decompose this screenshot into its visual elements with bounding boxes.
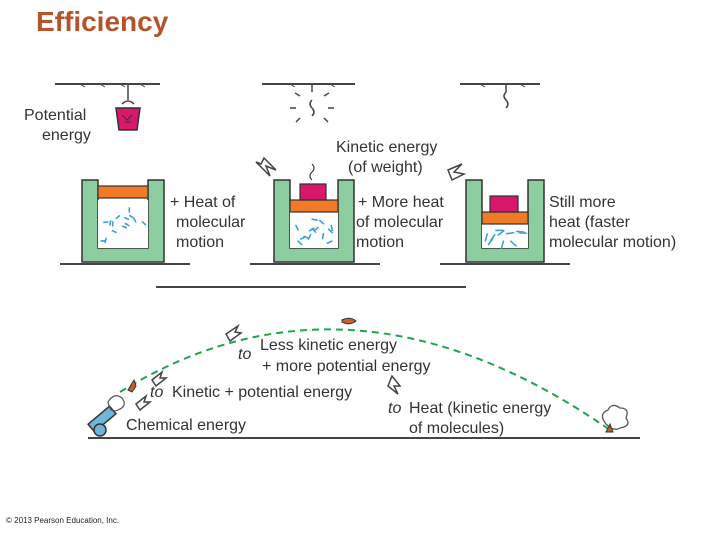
molecule-mark-3: [500, 240, 505, 249]
molecule-mark-2: [327, 228, 334, 234]
molecule-mark-1: [124, 222, 130, 227]
impact-smoke: [601, 404, 629, 430]
label-kinetic-energy-1: Kinetic energy: [336, 139, 437, 156]
molecules: [100, 207, 528, 249]
molecule-mark-3: [484, 233, 489, 242]
molecule-mark-2: [319, 219, 325, 225]
label-less-kinetic-2: + more potential energy: [262, 358, 431, 375]
label-heat-1b: molecular: [176, 214, 246, 231]
label-heat-1a: + Heat of: [170, 194, 236, 211]
label-heat-2a: + More heat: [358, 194, 444, 211]
slide-title: Efficiency: [36, 6, 169, 37]
label-heat-3c: molecular motion): [549, 234, 676, 251]
cannon: [87, 395, 125, 437]
label-heat-2b: of molecular: [356, 214, 444, 231]
snapped-rope: [290, 84, 509, 123]
ceiling-lines: [55, 83, 540, 88]
label-heat-kinetic-2: of molecules): [409, 420, 504, 437]
molecule-mark-2: [299, 236, 307, 240]
molecule-mark-3: [509, 240, 517, 247]
label-heat-3b: heat (faster: [549, 214, 631, 231]
label-potential-energy-2: energy: [42, 127, 91, 144]
molecule-mark-2: [330, 224, 334, 232]
tank-3: [465, 179, 545, 263]
molecule-mark-2: [297, 240, 303, 246]
trajectory-path: [119, 328, 611, 431]
tank-2: [273, 163, 355, 263]
ground-lines: [60, 263, 640, 439]
tank-1: [81, 179, 165, 263]
molecule-mark-1: [111, 229, 117, 234]
molecule-mark-1: [103, 221, 109, 224]
hanging-weight: [115, 84, 141, 131]
energy-arrows: [134, 323, 402, 412]
molecule-mark-3: [518, 231, 528, 235]
molecule-mark-1: [109, 220, 112, 226]
label-kinetic-potential: Kinetic + potential energy: [172, 384, 352, 401]
molecule-mark-1: [133, 217, 137, 223]
molecule-mark-3: [516, 230, 525, 233]
label-kinetic-energy-2: (of weight): [348, 159, 423, 176]
bullet-rising: [127, 378, 137, 393]
label-potential-energy-1: Potential: [24, 107, 86, 124]
label-to-less-kinetic: to: [238, 346, 251, 363]
bullet-top: [341, 317, 357, 325]
molecule-mark-3: [497, 229, 505, 236]
molecule-mark-1: [124, 216, 130, 221]
molecule-mark-2: [326, 240, 333, 245]
molecule-mark-2: [311, 218, 318, 221]
label-chemical-energy: Chemical energy: [126, 417, 246, 434]
label-heat-3a: Still more: [549, 194, 616, 211]
molecule-mark-1: [141, 221, 147, 226]
molecule-mark-1: [115, 215, 121, 220]
copyright-text: © 2013 Pearson Education, Inc.: [6, 516, 120, 525]
label-heat-2c: motion: [356, 234, 404, 251]
molecule-mark-3: [505, 231, 515, 235]
molecule-mark-2: [295, 224, 299, 231]
label-heat-1c: motion: [176, 234, 224, 251]
motion-arrows: [255, 156, 467, 182]
label-to-kinetic-potential: to: [150, 384, 163, 401]
label-heat-kinetic-1: Heat (kinetic energy: [409, 400, 551, 417]
molecule-mark-1: [121, 225, 128, 229]
label-to-heat: to: [388, 400, 401, 417]
molecule-mark-1: [129, 214, 135, 219]
molecule-mark-3: [487, 238, 494, 246]
molecule-mark-2: [321, 232, 325, 240]
molecule-mark-2: [311, 227, 317, 233]
label-less-kinetic-1: Less kinetic energy: [260, 337, 397, 354]
